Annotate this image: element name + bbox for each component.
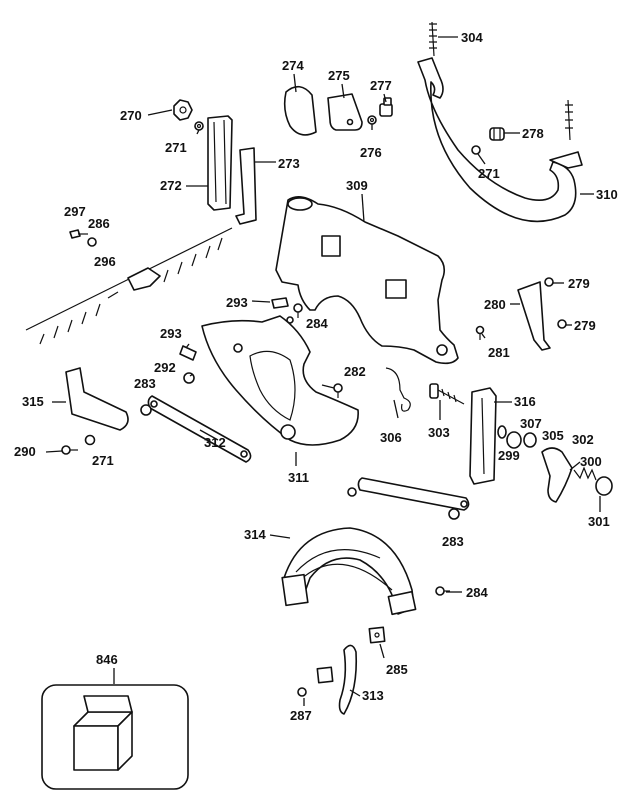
label-283-b: 283 [442, 534, 464, 549]
label-309: 309 [346, 178, 368, 193]
label-307: 307 [520, 416, 542, 431]
label-271-b: 271 [478, 166, 500, 181]
label-271-c: 271 [92, 453, 114, 468]
label-303: 303 [428, 425, 450, 440]
label-285: 285 [386, 662, 408, 677]
part-274-cover [283, 85, 317, 136]
label-284-b: 284 [466, 585, 488, 600]
part-270-nut [173, 99, 193, 121]
part-283-washer-a [140, 404, 152, 416]
part-273-strip [235, 147, 257, 225]
label-297: 297 [64, 204, 86, 219]
label-313: 313 [362, 688, 384, 703]
label-311: 311 [288, 470, 309, 485]
part-282-screw [333, 383, 343, 398]
label-312: 312 [204, 435, 226, 450]
part-293-pin-b [179, 345, 197, 361]
part-280-bracket [517, 281, 551, 351]
part-302-lever [541, 447, 573, 503]
part-279-screw-b [557, 319, 567, 329]
part-313-blade-spring [338, 644, 358, 715]
part-297-screw [69, 229, 88, 239]
label-846: 846 [96, 652, 118, 667]
part-312-link [147, 395, 252, 463]
label-302: 302 [572, 432, 594, 447]
part-305-nut [523, 432, 537, 448]
part-309-guard-housing [275, 196, 459, 365]
part-286-washer [87, 237, 97, 247]
label-279-a: 279 [568, 276, 590, 291]
part-287-washer [297, 687, 307, 697]
label-316: 316 [514, 394, 536, 409]
part-285-clip [368, 626, 386, 644]
label-293-b: 293 [160, 326, 182, 341]
label-314: 314 [244, 527, 266, 542]
part-275-bracket [327, 93, 363, 131]
part-clip-small [316, 666, 334, 684]
label-296: 296 [94, 254, 116, 269]
label-286: 286 [88, 216, 110, 231]
leader-lines [45, 36, 601, 706]
part-307-washer [497, 425, 507, 439]
label-280: 280 [484, 297, 506, 312]
part-296-clip-kit [25, 227, 233, 345]
part-271-washer-a [194, 121, 204, 131]
label-310: 310 [596, 187, 618, 202]
part-304-spring-pin [429, 21, 437, 57]
part-310-guard-arm [417, 57, 583, 223]
label-301: 301 [588, 514, 610, 529]
part-283-washer-b [448, 508, 460, 520]
label-300: 300 [580, 454, 602, 469]
label-284-a: 284 [306, 316, 328, 331]
part-276-washer [367, 115, 377, 125]
part-303-bolt [429, 383, 465, 405]
part-299-bushing [506, 431, 522, 449]
label-271-a: 271 [165, 140, 187, 155]
label-270: 270 [120, 108, 142, 123]
label-305: 305 [542, 428, 564, 443]
label-276: 276 [360, 145, 382, 160]
label-315: 315 [22, 394, 44, 409]
part-279-screw-a [544, 277, 554, 287]
label-281: 281 [488, 345, 510, 360]
label-290: 290 [14, 444, 36, 459]
part-284-screw-a [286, 303, 303, 324]
label-273: 273 [278, 156, 300, 171]
part-271-washer-c [84, 434, 96, 446]
label-292: 292 [154, 360, 176, 375]
part-293-pin-a [271, 297, 289, 309]
label-299: 299 [498, 448, 520, 463]
part-272-channel [207, 115, 233, 211]
part-846-kit-box [41, 684, 189, 790]
label-287: 287 [290, 708, 312, 723]
label-277: 277 [370, 78, 392, 93]
part-300-spring [573, 466, 597, 481]
label-275: 275 [328, 68, 350, 83]
part-315-plate [65, 367, 129, 431]
label-282: 282 [344, 364, 366, 379]
part-278-knob [489, 127, 505, 141]
label-272: 272 [160, 178, 182, 193]
part-281-screw [475, 325, 485, 340]
part-277-knob [379, 97, 393, 117]
label-293-a: 293 [226, 295, 248, 310]
label-304: 304 [461, 30, 483, 45]
label-278: 278 [522, 126, 544, 141]
label-274: 274 [282, 58, 304, 73]
part-306-spring [385, 367, 411, 412]
part-284-screw-b [435, 586, 450, 596]
label-306: 306 [380, 430, 402, 445]
label-283-a: 283 [134, 376, 156, 391]
part-301-cap [595, 476, 613, 496]
part-271-washer-b [471, 145, 481, 155]
part-290-screw [61, 445, 78, 455]
part-link-lower [347, 477, 470, 511]
part-314-guard-cage [281, 527, 417, 616]
part-316-channel [469, 387, 497, 485]
label-279-b: 279 [574, 318, 596, 333]
part-311-lower-guard [201, 315, 359, 446]
